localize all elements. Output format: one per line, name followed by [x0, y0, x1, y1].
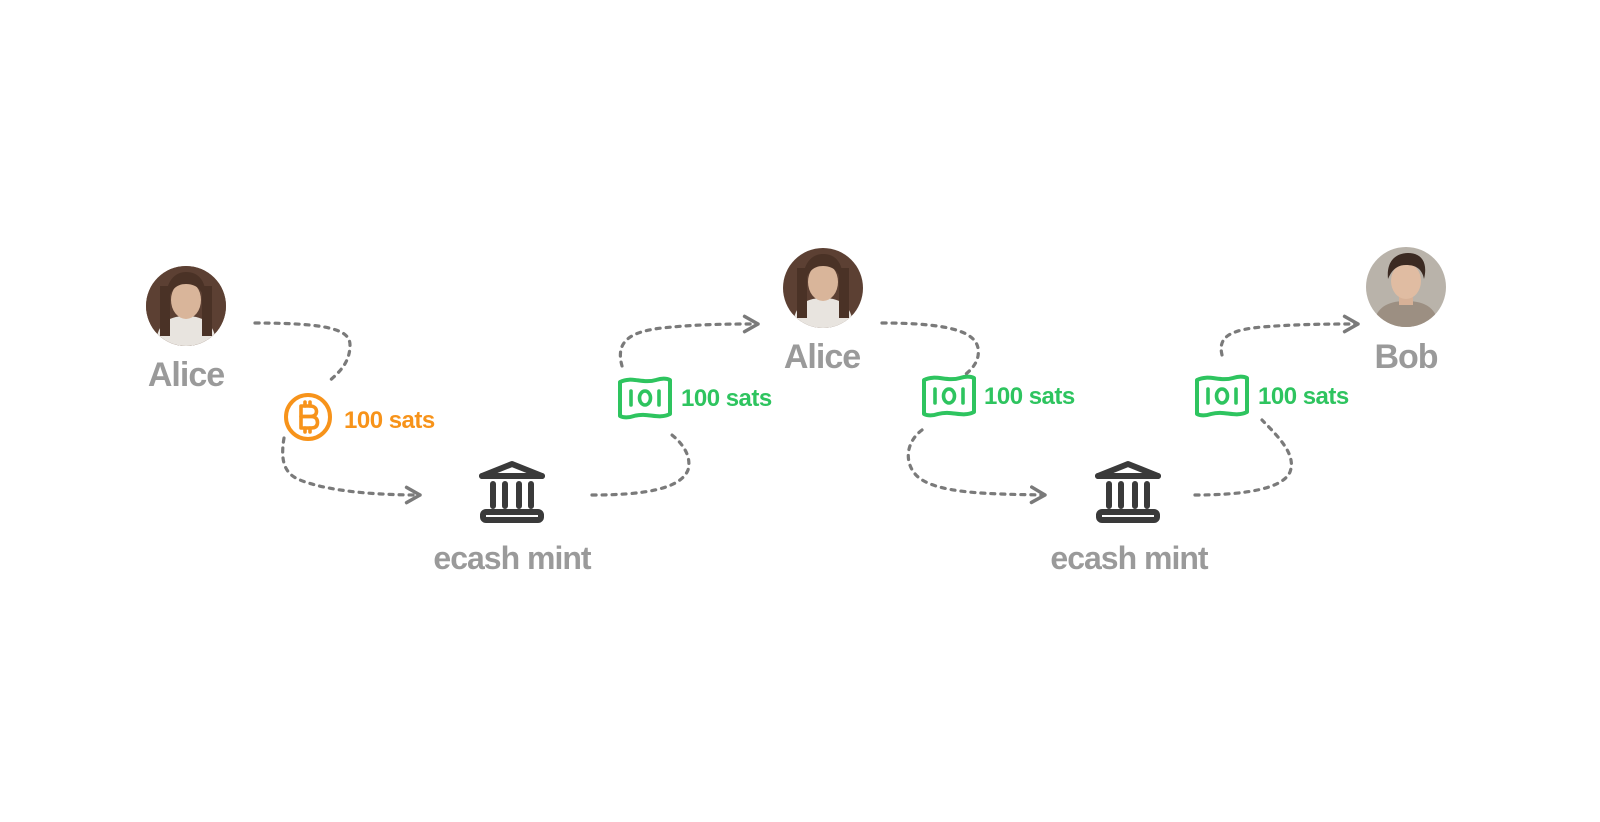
- bank-icon: [1095, 461, 1161, 523]
- arrow-mint2-to-note3: [1193, 418, 1293, 497]
- bitcoin-icon: [284, 393, 332, 441]
- mint-label-1: ecash mint: [433, 540, 591, 576]
- arrow-alice2-to-note2: [880, 321, 980, 376]
- bob-avatar: [1366, 247, 1446, 327]
- arrow-mint1-to-note1: [590, 433, 691, 497]
- banknote-icon: [618, 376, 672, 420]
- participant-label-bob: Bob: [1374, 338, 1438, 376]
- amount-label-ecash-3: 100 sats: [1258, 383, 1349, 410]
- arrow-note1-to-alice2: [618, 314, 760, 368]
- arrow-alice-to-btc: [253, 321, 352, 384]
- amount-label-ecash-1: 100 sats: [681, 385, 772, 412]
- alice-avatar-2: [783, 248, 863, 328]
- alice-avatar-1: [146, 266, 226, 346]
- banknote-icon: [1195, 374, 1249, 418]
- arrow-note3-to-bob: [1219, 314, 1360, 357]
- arrow-btc-to-mint1: [281, 436, 422, 505]
- amount-label-ecash-2: 100 sats: [984, 383, 1075, 410]
- banknote-icon: [922, 374, 976, 418]
- arrow-note2-to-mint2: [906, 428, 1047, 505]
- bank-icon: [479, 461, 545, 523]
- amount-label-btc: 100 sats: [344, 407, 435, 434]
- mint-label-2: ecash mint: [1050, 540, 1208, 576]
- participant-label-alice-2: Alice: [783, 338, 861, 376]
- participant-label-alice-1: Alice: [147, 356, 225, 394]
